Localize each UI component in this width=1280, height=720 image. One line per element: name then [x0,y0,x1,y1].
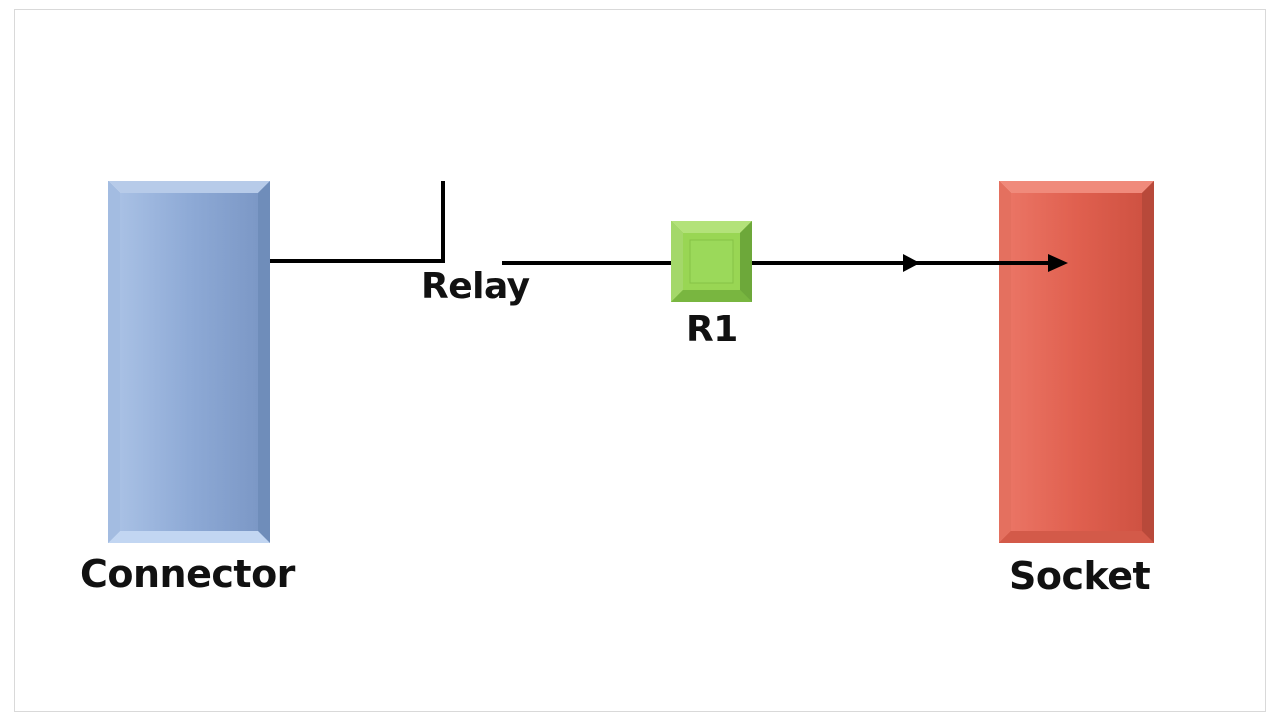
wire-r1-to-socket [752,254,1068,272]
relay-switch [270,181,445,263]
slide-frame [14,9,1266,712]
end-arrow-icon [1048,254,1068,272]
r1-label: R1 [686,309,738,350]
connector-block [108,181,270,543]
socket-block [999,181,1154,543]
connector-label: Connector [80,552,295,596]
r1-component [671,221,752,302]
relay-label: Relay [421,266,530,307]
mid-arrow-icon [903,254,920,272]
socket-label: Socket [1009,554,1151,598]
